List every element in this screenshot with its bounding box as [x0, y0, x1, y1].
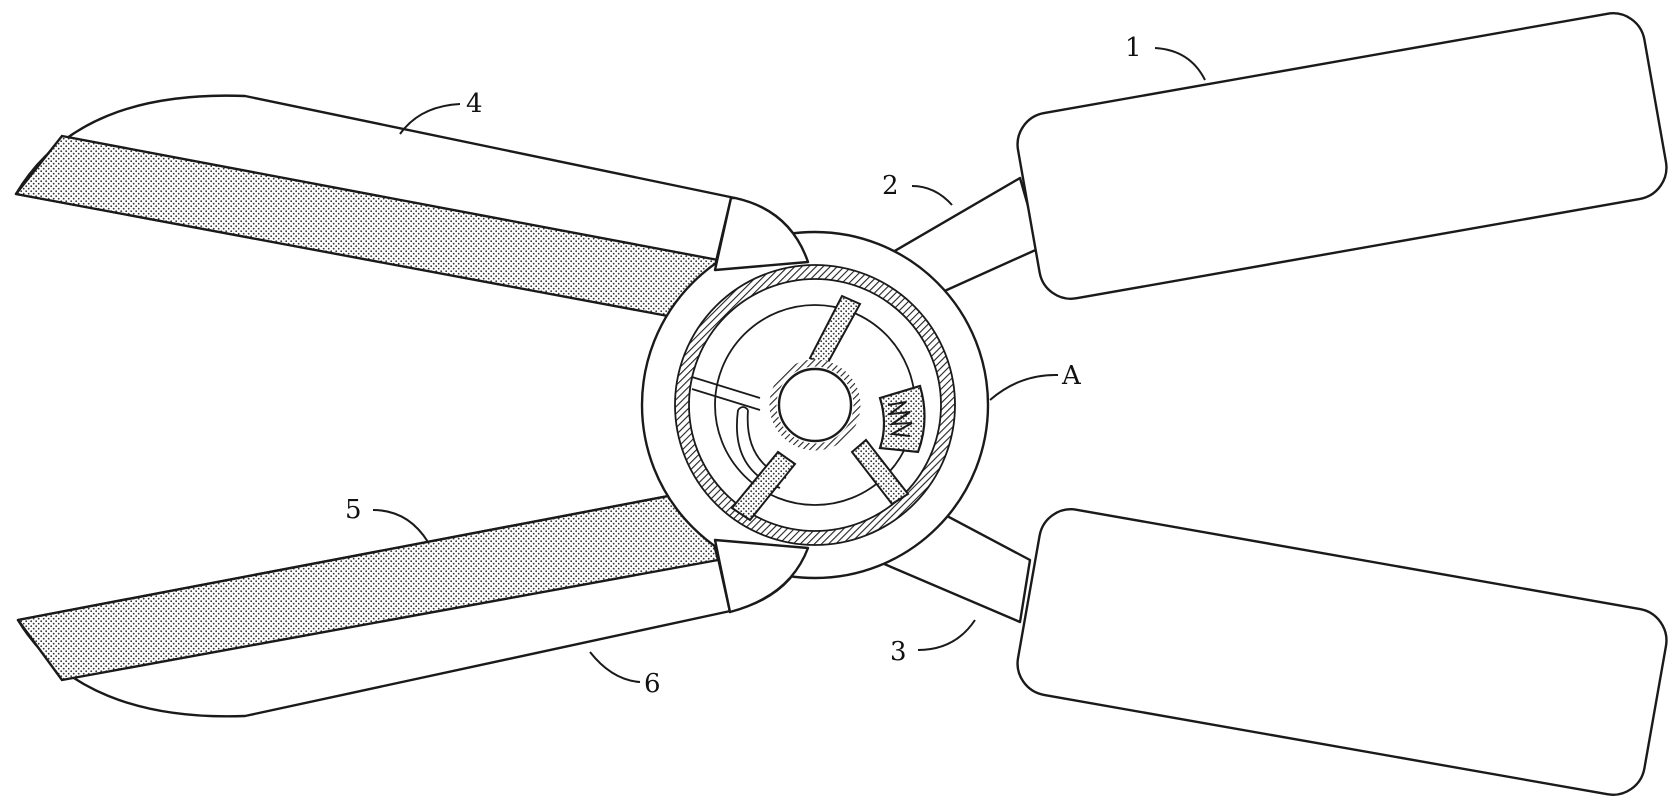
- hatched-ring-outline-inner: [688, 278, 942, 532]
- spoke-left: [691, 376, 761, 399]
- spoke-lower-left: [730, 450, 797, 522]
- label-A: A: [1061, 361, 1082, 391]
- leader-1: [1154, 47, 1206, 81]
- label-5: 5: [345, 495, 362, 525]
- leader-A: [989, 373, 1059, 401]
- spoke-left-2: [691, 388, 761, 411]
- label-4: 4: [466, 89, 483, 119]
- leader-2: [911, 185, 953, 206]
- lower-handle: [1016, 508, 1668, 796]
- hatched-ring: [675, 265, 955, 545]
- spring-housing: [878, 384, 926, 454]
- leader-5: [372, 509, 429, 543]
- lower-blade-tip: [713, 538, 810, 614]
- label-6: 6: [644, 669, 661, 699]
- label-2: 2: [882, 171, 899, 201]
- pivot-hub: [777, 367, 853, 443]
- hatched-ring-outline-outer: [674, 264, 956, 546]
- spoke-lower-right: [850, 438, 910, 506]
- upper-handle: [1016, 12, 1668, 300]
- label-3: 3: [890, 637, 907, 667]
- leader-6: [589, 651, 641, 683]
- spring-icon: [886, 401, 913, 437]
- leader-3: [917, 619, 976, 651]
- upper-blade-tip: [713, 196, 810, 272]
- leader-4: [399, 103, 461, 135]
- label-1: 1: [1125, 33, 1142, 63]
